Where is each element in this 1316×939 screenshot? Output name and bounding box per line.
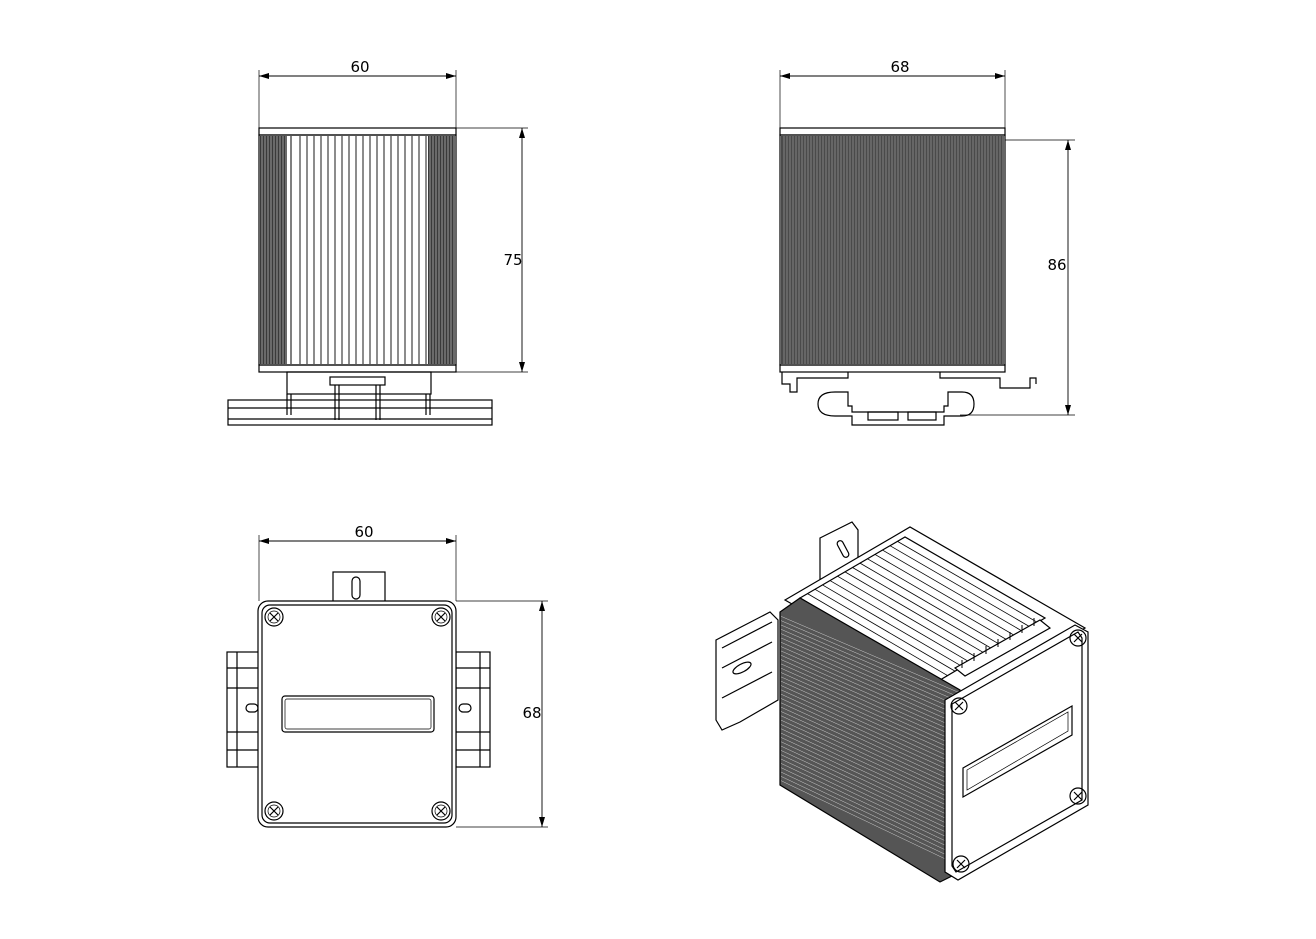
- rib-line: [780, 767, 960, 853]
- front-right-fins: [428, 136, 455, 364]
- rib-line: [780, 650, 960, 730]
- rib-line: [780, 719, 960, 802]
- side-fins: [781, 136, 1004, 364]
- rib-line: [780, 642, 960, 721]
- side-width-label: 68: [890, 58, 909, 76]
- rib-line: [780, 659, 960, 739]
- rib-line: [780, 706, 960, 789]
- side-view: 68 86: [779, 58, 1075, 426]
- screw-icon: [1069, 787, 1087, 805]
- screw-icon: [431, 801, 451, 821]
- front-left-ribs: [261, 136, 287, 364]
- rib-line: [897, 541, 1038, 623]
- rib-line: [780, 667, 960, 748]
- rib-line: [780, 776, 960, 862]
- rib-line: [874, 554, 1016, 637]
- rib-line: [780, 663, 960, 743]
- front-width-label: 60: [350, 58, 369, 76]
- rib-line: [837, 575, 978, 659]
- rib-line: [822, 584, 963, 668]
- rib-line: [780, 745, 960, 830]
- rib-line: [780, 633, 960, 711]
- rib-line: [780, 741, 960, 825]
- top-width-label: 60: [354, 523, 373, 541]
- front-left-fins: [260, 136, 287, 364]
- rib-line: [780, 629, 960, 707]
- rib-line: [780, 698, 960, 780]
- rib-line: [780, 689, 960, 771]
- screw-icon: [1069, 629, 1087, 647]
- rib-line: [814, 588, 956, 672]
- rib-line: [780, 750, 960, 834]
- iso-left-ribs: [780, 616, 960, 866]
- rib-line: [780, 672, 960, 752]
- rib-line: [780, 728, 960, 812]
- rib-line: [780, 620, 960, 698]
- rib-line: [780, 676, 960, 757]
- rib-line: [780, 680, 960, 762]
- screw-icon: [950, 697, 968, 715]
- screw-icon: [952, 855, 970, 873]
- isometric-view: [715, 521, 1089, 883]
- rib-line: [780, 758, 960, 843]
- front-height-label: 75: [503, 251, 522, 269]
- rib-line: [780, 780, 960, 866]
- side-ribs: [783, 136, 1004, 364]
- screw-icon: [264, 801, 284, 821]
- rib-line: [852, 567, 993, 650]
- top-depth-label: 68: [522, 704, 541, 722]
- rib-line: [780, 646, 960, 725]
- front-center-ribs: [290, 136, 427, 364]
- rib-line: [780, 737, 960, 821]
- rib-line: [780, 637, 960, 716]
- rib-line: [780, 715, 960, 798]
- rib-line: [780, 763, 960, 848]
- rib-line: [780, 771, 960, 857]
- rib-line: [780, 724, 960, 807]
- rib-line: [889, 545, 1031, 628]
- rib-line: [780, 624, 960, 702]
- rib-line: [780, 655, 960, 734]
- rib-line: [882, 549, 1023, 632]
- screw-icon: [264, 607, 284, 627]
- rib-line: [829, 580, 971, 663]
- rib-line: [867, 558, 1008, 641]
- front-view: 60 75: [227, 58, 528, 426]
- rib-line: [780, 685, 960, 766]
- rib-line: [780, 732, 960, 816]
- rib-line: [844, 571, 986, 654]
- rib-line: [780, 754, 960, 839]
- front-right-ribs: [429, 136, 455, 364]
- screw-icon: [431, 607, 451, 627]
- rib-line: [780, 702, 960, 784]
- top-view: 60 68: [226, 523, 548, 828]
- rib-line: [780, 711, 960, 793]
- rib-line: [780, 693, 960, 775]
- rib-line: [807, 593, 948, 676]
- rib-line: [780, 616, 960, 693]
- rib-line: [859, 562, 1001, 645]
- iso-terminals: [961, 618, 1035, 668]
- iso-top-ribs: [807, 541, 1038, 676]
- side-height-label: 86: [1047, 256, 1066, 274]
